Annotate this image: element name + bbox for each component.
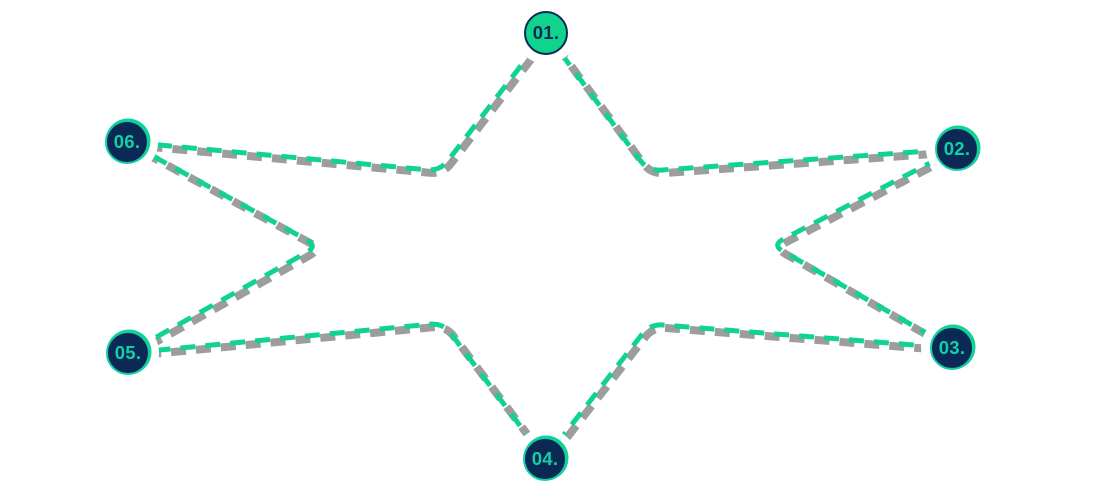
step-circle-5: 05. (106, 331, 150, 375)
step-node-5: 05. (97, 322, 159, 384)
step-number-label: 04. (531, 447, 559, 469)
step-circle-6: 06. (105, 120, 149, 164)
step-circle-4: 04. (523, 437, 567, 481)
step-node-3: 03. (921, 317, 983, 379)
step-node-4: 04. (514, 428, 576, 490)
step-circle-1: 01. (524, 11, 568, 55)
step-node-6: 06. (96, 111, 158, 173)
step-node-1: 01. (515, 2, 577, 64)
step-number-label: 01. (532, 21, 560, 43)
step-node-2: 02. (926, 118, 988, 180)
step-circle-3: 03. (930, 326, 974, 370)
step-number-label: 06. (113, 130, 141, 152)
step-number-label: 05. (114, 341, 142, 363)
step-number-label: 03. (938, 336, 966, 358)
step-number-label: 02. (943, 137, 971, 159)
step-circle-2: 02. (935, 127, 979, 171)
connector-shadow-path (128, 29, 962, 469)
connector-dash-path (125, 28, 959, 464)
